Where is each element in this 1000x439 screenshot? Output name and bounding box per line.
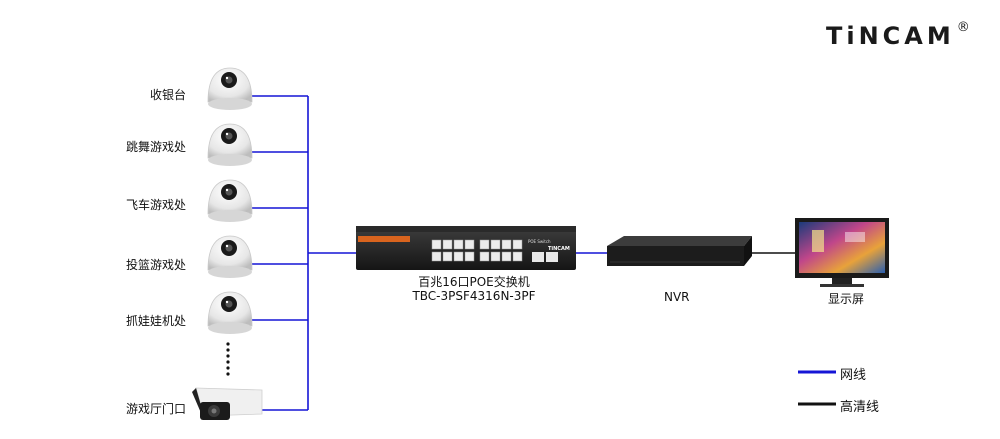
switch-port <box>490 251 501 262</box>
dome-camera-icon <box>207 291 253 334</box>
camera-label-racing: 飞车游戏处 <box>125 198 186 212</box>
camera-label-claw: 抓娃娃机处 <box>125 314 186 328</box>
switch-caption-line1: 百兆16口POE交换机 <box>418 275 530 289</box>
switch-port <box>479 239 490 250</box>
switch-port <box>512 239 523 250</box>
switch-port <box>431 251 442 262</box>
switch-port <box>501 239 512 250</box>
monitor-screen <box>799 222 885 273</box>
switch-accent-stripe <box>358 236 410 242</box>
brand-logo: TiNCAM® <box>826 20 970 50</box>
dome-camera-icon <box>207 123 253 166</box>
switch-port <box>453 239 464 250</box>
switch-port <box>490 239 501 250</box>
nvr-label: NVR <box>664 290 690 304</box>
camera-label-cashier: 收银台 <box>149 88 186 102</box>
monitor-device <box>795 218 889 287</box>
bullet-camera-icon <box>192 387 263 420</box>
switch-panel-text: POE Switch <box>528 239 551 244</box>
switch-port <box>442 239 453 250</box>
dome-camera-icon <box>207 179 253 222</box>
switch-port <box>431 239 442 250</box>
switch-panel-brand: TiNCAM <box>548 246 570 252</box>
more-cameras-dots <box>226 342 230 376</box>
switch-port <box>464 251 475 262</box>
nvr-device <box>607 236 752 266</box>
legend-network-label: 网线 <box>840 368 867 383</box>
switch-port <box>501 251 512 262</box>
switch-port <box>453 251 464 262</box>
camera-label-basketball: 投篮游戏处 <box>125 258 186 272</box>
dome-camera-icon <box>207 235 253 278</box>
switch-caption-line2: TBC-3PSF4316N-3PF <box>412 289 536 303</box>
dome-camera-icon <box>207 67 253 110</box>
network-cables <box>250 95 356 411</box>
monitor-label: 显示屏 <box>828 292 865 306</box>
switch-port <box>479 251 490 262</box>
poe-switch: POE Switch TiNCAM <box>356 226 576 270</box>
legend-hd-label: 高清线 <box>840 400 880 415</box>
switch-port <box>512 251 523 262</box>
switch-caption: 百兆16口POE交换机 TBC-3PSF4316N-3PF <box>384 275 564 303</box>
switch-port <box>464 239 475 250</box>
camera-label-dance: 跳舞游戏处 <box>125 140 186 154</box>
camera-group <box>192 67 263 420</box>
camera-label-entrance: 游戏厅门口 <box>125 402 186 416</box>
switch-port <box>442 251 453 262</box>
